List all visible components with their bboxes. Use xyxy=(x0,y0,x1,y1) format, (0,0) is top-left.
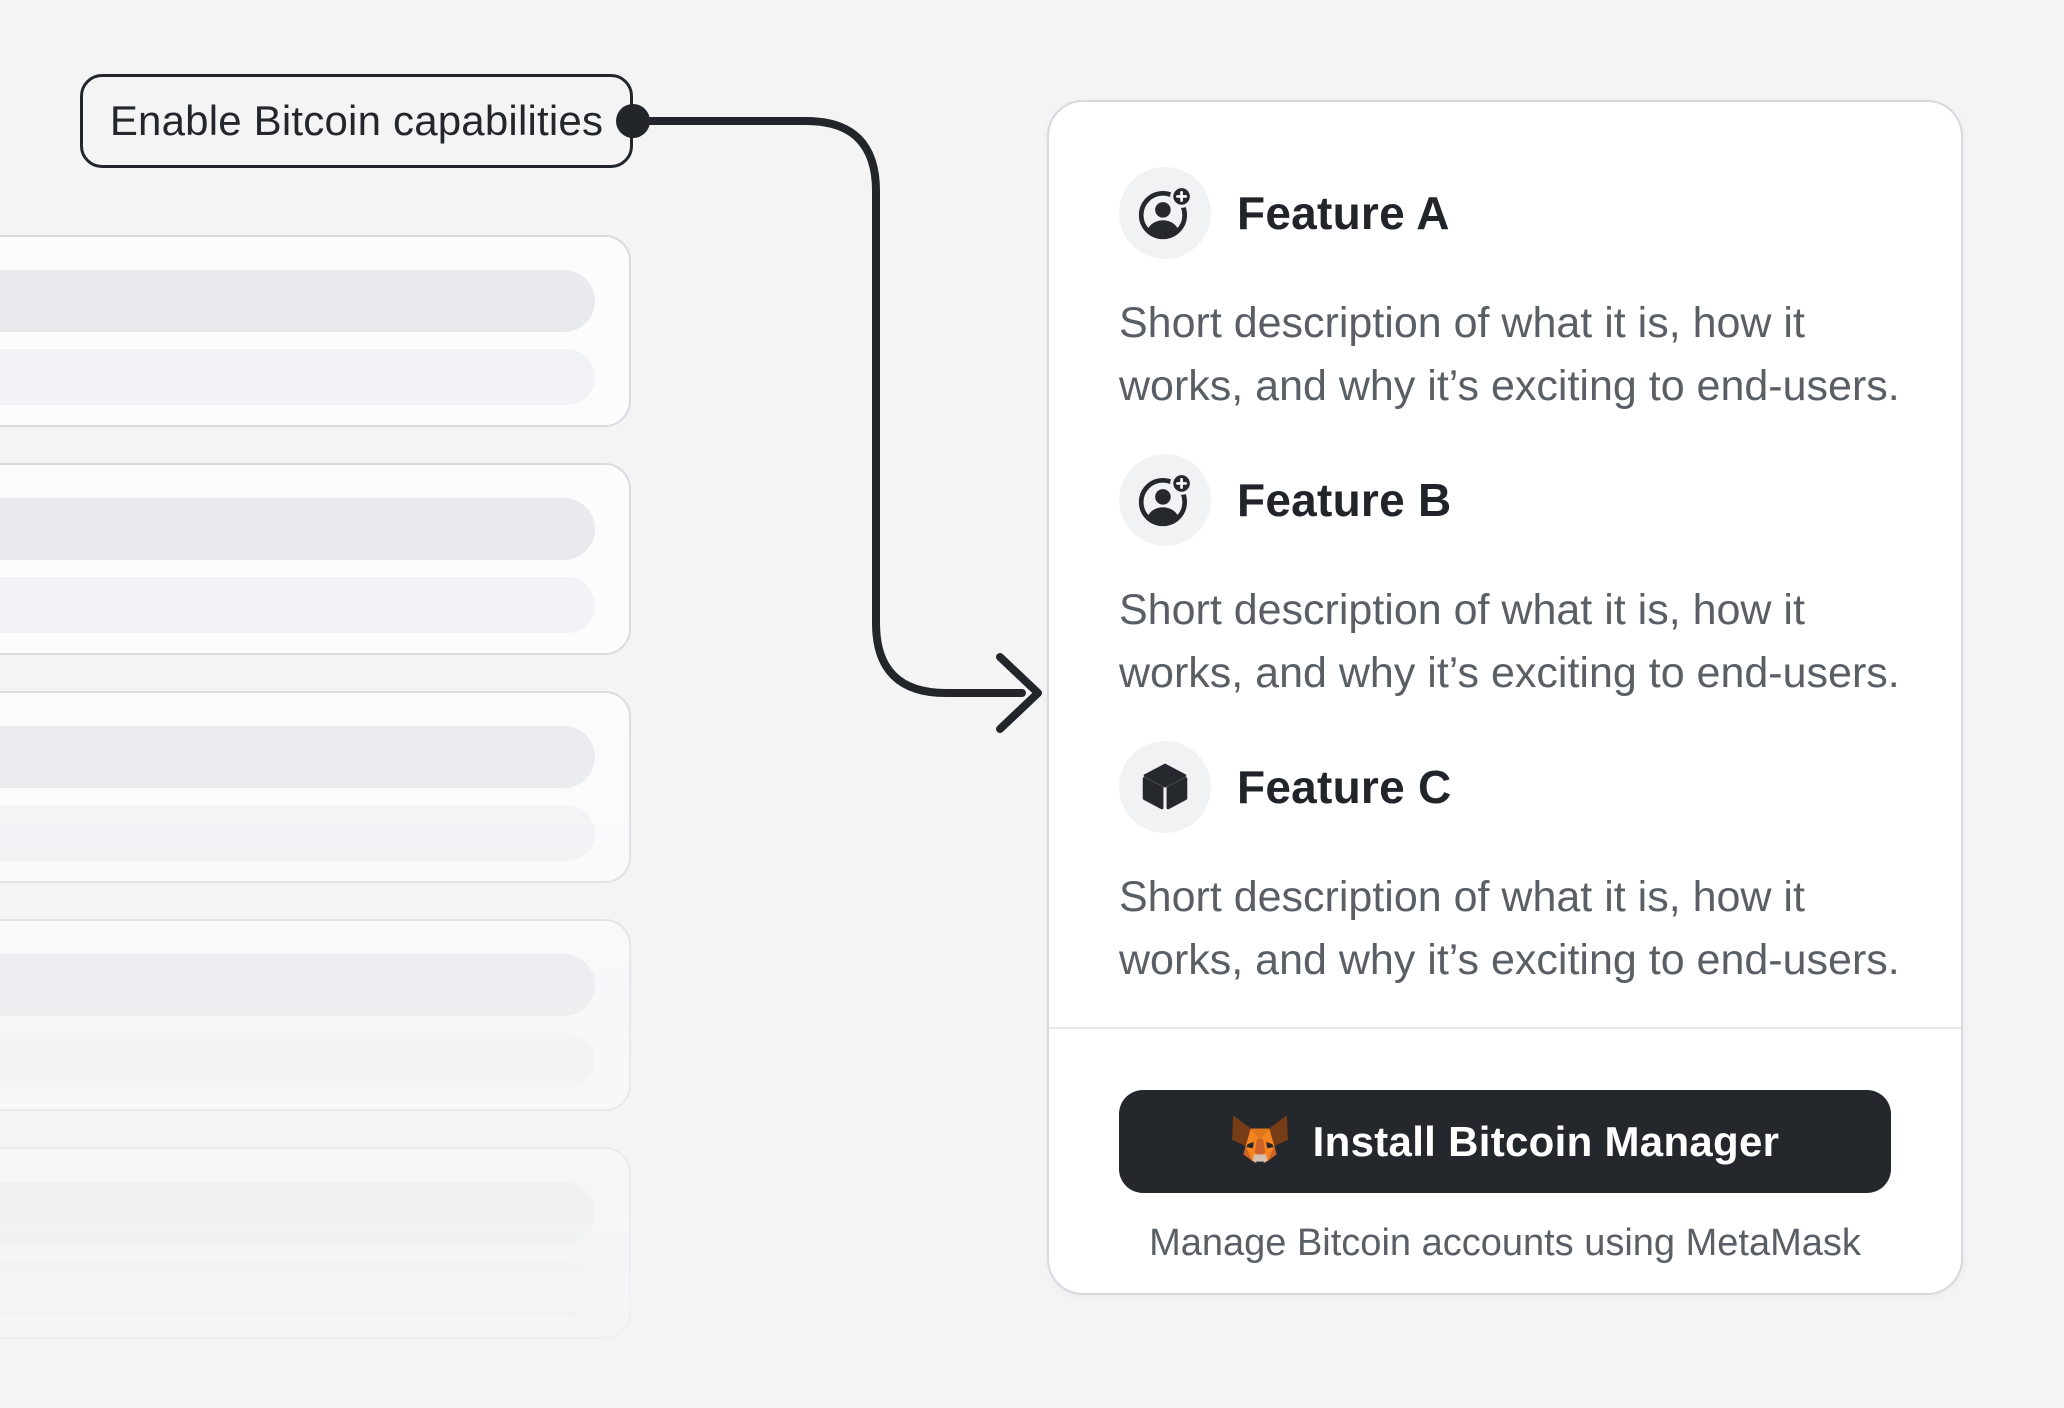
feature-a-icon-chip xyxy=(1119,167,1211,259)
features-card-body: Feature A Short description of what it i… xyxy=(1119,102,1900,992)
features-card: Feature A Short description of what it i… xyxy=(1047,100,1963,1295)
connector-line xyxy=(629,117,1026,697)
card-footer: Install Bitcoin Manager Manage Bitcoin a… xyxy=(1049,1027,1961,1293)
skeleton-bar xyxy=(0,954,595,1016)
feature-description-line: works, and why it’s exciting to end-user… xyxy=(1119,936,1900,984)
annotation-label: Enable Bitcoin capabilities xyxy=(80,74,633,168)
skeleton-bar xyxy=(0,498,595,560)
skeleton-bar xyxy=(0,1033,595,1089)
skeleton-card xyxy=(0,691,631,883)
feature-item-c: Feature C xyxy=(1119,741,1891,833)
feature-title: Feature C xyxy=(1237,761,1452,813)
feature-description: Short description of what it is, how it … xyxy=(1119,292,1900,418)
feature-description-line: Short description of what it is, how it xyxy=(1119,586,1805,634)
feature-description-line: works, and why it’s exciting to end-user… xyxy=(1119,362,1900,410)
install-button-label: Install Bitcoin Manager xyxy=(1312,1117,1780,1165)
feature-item-b: Feature B xyxy=(1119,454,1891,546)
feature-title: Feature A xyxy=(1237,187,1450,239)
feature-title: Feature B xyxy=(1237,474,1452,526)
metamask-fox-icon xyxy=(1231,1114,1289,1169)
skeleton-bar xyxy=(0,270,595,332)
skeleton-bar xyxy=(0,805,595,861)
skeleton-list xyxy=(0,235,631,1375)
skeleton-card xyxy=(0,463,631,655)
feature-b-icon-chip xyxy=(1119,454,1211,546)
annotation-label-text: Enable Bitcoin capabilities xyxy=(109,97,604,144)
skeleton-bar xyxy=(0,349,595,405)
feature-description-line: works, and why it’s exciting to end-user… xyxy=(1119,649,1900,697)
skeleton-card xyxy=(0,1147,631,1339)
feature-description-line: Short description of what it is, how it xyxy=(1119,873,1805,921)
skeleton-bar xyxy=(0,726,595,788)
skeleton-card xyxy=(0,919,631,1111)
install-bitcoin-manager-button[interactable]: Install Bitcoin Manager xyxy=(1119,1090,1891,1193)
cube-icon xyxy=(1142,763,1188,810)
feature-c-icon-chip xyxy=(1119,741,1211,833)
skeleton-bar xyxy=(0,1182,595,1244)
account-add-icon xyxy=(1138,472,1193,527)
skeleton-bar xyxy=(0,1261,595,1317)
feature-description-line: Short description of what it is, how it xyxy=(1119,299,1805,347)
arrowhead-icon xyxy=(996,653,1042,733)
feature-description: Short description of what it is, how it … xyxy=(1119,579,1900,705)
feature-item-a: Feature A xyxy=(1119,167,1891,259)
skeleton-bar xyxy=(0,577,595,633)
footer-caption: Manage Bitcoin accounts using MetaMask xyxy=(1149,1222,1861,1264)
skeleton-card xyxy=(0,235,631,427)
feature-description: Short description of what it is, how it … xyxy=(1119,866,1900,992)
account-add-icon xyxy=(1138,185,1193,240)
